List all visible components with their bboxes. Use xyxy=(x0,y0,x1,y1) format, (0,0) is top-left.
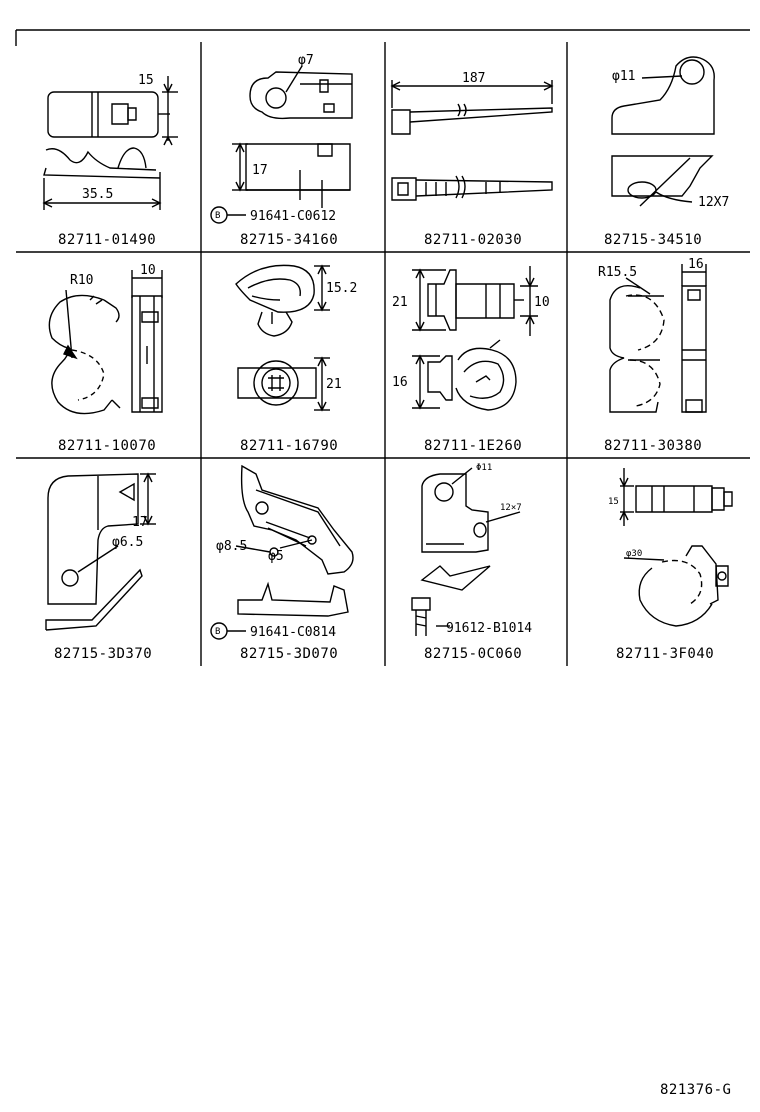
dim-label: 15 xyxy=(608,497,619,507)
part-number: 82711-1E260 xyxy=(424,438,522,454)
dim-label: φ11 xyxy=(612,69,635,84)
part-number: 82711-10070 xyxy=(58,438,156,454)
clip-82711-01490-drawing xyxy=(44,76,178,210)
clip-82711-30380-drawing xyxy=(610,264,706,412)
reference-number: 91641-C0814 xyxy=(250,625,336,640)
part-number: 82711-30380 xyxy=(604,438,702,454)
clip-82715-3D070-drawing xyxy=(211,466,353,639)
dim-label: 17 xyxy=(252,163,268,178)
dim-label: 10 xyxy=(534,295,550,310)
dim-label: 187 xyxy=(462,71,485,86)
clip-82711-3F040-drawing xyxy=(620,468,732,626)
dim-label: 15.2 xyxy=(326,281,357,296)
part-number: 82715-0C060 xyxy=(424,646,522,662)
part-number: 82715-3D070 xyxy=(240,646,338,662)
dim-label: Φ11 xyxy=(476,463,492,473)
clip-82711-02030-drawing xyxy=(392,80,552,200)
dim-label: R10 xyxy=(70,273,93,288)
part-number: 82711-02030 xyxy=(424,232,522,248)
dim-label: φ5 xyxy=(268,549,284,564)
dim-label: 21 xyxy=(326,377,342,392)
clip-82711-16790-drawing xyxy=(236,265,330,410)
reference-letter: B xyxy=(215,211,220,221)
drawing-code: 821376-G xyxy=(660,1082,732,1098)
dim-label: 21 xyxy=(392,295,408,310)
dim-label: φ6.5 xyxy=(112,535,143,550)
dim-label: 17 xyxy=(132,515,148,530)
dim-label: 12×7 xyxy=(500,503,522,513)
dim-label: 35.5 xyxy=(82,187,113,202)
dim-label: 10 xyxy=(140,263,156,278)
part-number: 82715-3D370 xyxy=(54,646,152,662)
dim-label: 15 xyxy=(138,73,154,88)
part-number: 82711-3F040 xyxy=(616,646,714,662)
table-grid xyxy=(16,30,750,666)
dim-label: φ7 xyxy=(298,53,314,68)
part-number: 82711-16790 xyxy=(240,438,338,454)
reference-number: 91641-C0612 xyxy=(250,209,336,224)
clip-82711-10070-drawing xyxy=(49,270,162,414)
clip-82711-1E260-drawing xyxy=(412,266,538,410)
reference-number: 91612-B1014 xyxy=(446,621,532,636)
dim-label: φ8.5 xyxy=(216,539,247,554)
dim-label: 16 xyxy=(688,257,704,272)
dim-label: 16 xyxy=(392,375,408,390)
dim-label: R15.5 xyxy=(598,265,637,280)
clip-82715-34510-drawing xyxy=(612,57,714,206)
part-number: 82715-34160 xyxy=(240,232,338,248)
part-number: 82711-01490 xyxy=(58,232,156,248)
reference-letter: B xyxy=(215,627,220,637)
dim-label: φ30 xyxy=(626,549,642,559)
dim-label: 12X7 xyxy=(698,195,729,210)
clip-82715-0C060-drawing xyxy=(412,468,520,636)
part-number: 82715-34510 xyxy=(604,232,702,248)
clip-82715-34160-drawing xyxy=(211,66,352,223)
clip-82715-3D370-drawing xyxy=(46,474,156,630)
